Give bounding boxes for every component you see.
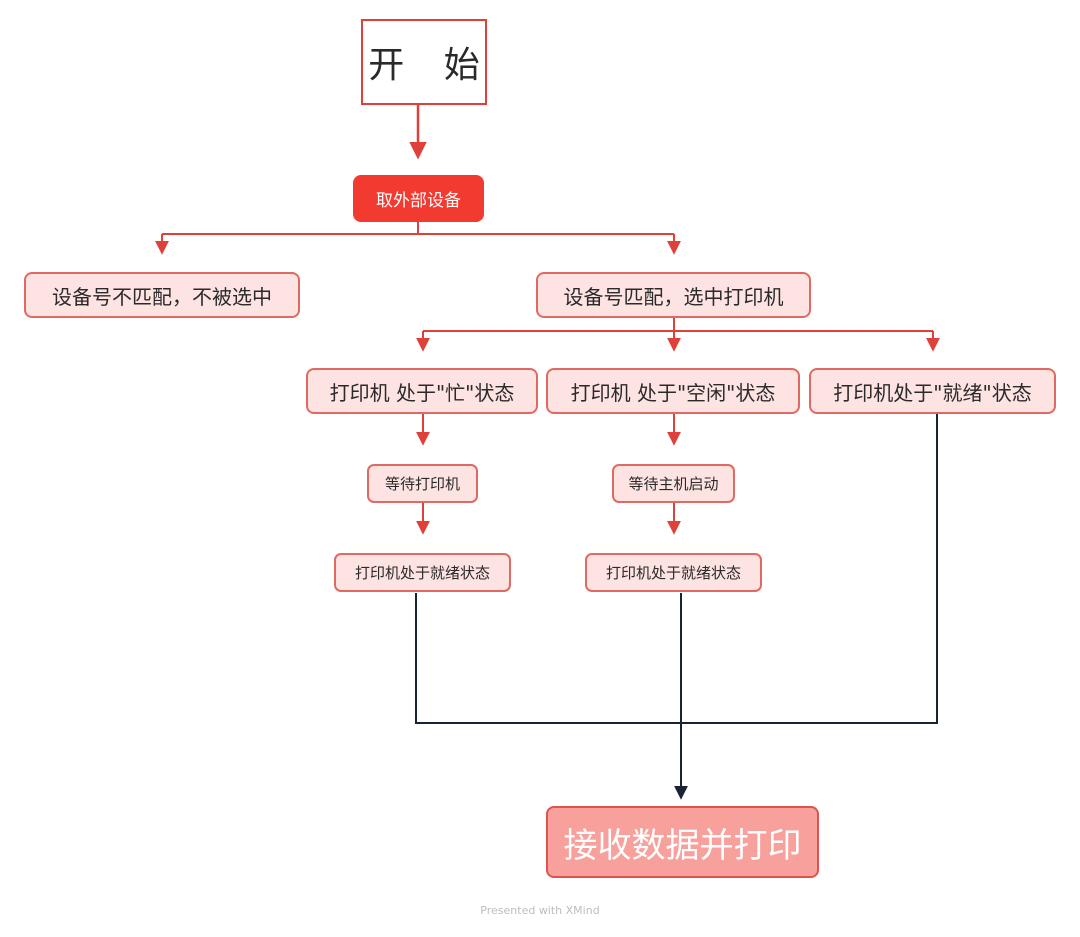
connector-ready-merge [681, 414, 938, 724]
printer-idle-node: 打印机 处于"空闲"状态 [546, 368, 800, 414]
wait-printer-node: 等待打印机 [367, 464, 478, 503]
wait-host-node: 等待主机启动 [612, 464, 735, 503]
idle-then-ready-node: 打印机处于就绪状态 [585, 553, 762, 592]
start-node: 开 始 [361, 19, 487, 105]
printer-busy-node: 打印机 处于"忙"状态 [306, 368, 538, 414]
printer-ready-node: 打印机处于"就绪"状态 [809, 368, 1056, 414]
connector-busy-merge [415, 593, 681, 724]
match-node: 设备号匹配，选中打印机 [536, 272, 811, 318]
busy-then-ready-node: 打印机处于就绪状态 [334, 553, 511, 592]
xmind-watermark: Presented with XMind [480, 904, 600, 917]
connector-fetch-split [162, 222, 674, 235]
connector-match-split [423, 318, 933, 332]
receive-and-print-node: 接收数据并打印 [546, 806, 819, 878]
fetch-device-node: 取外部设备 [353, 175, 484, 222]
no-match-node: 设备号不匹配，不被选中 [24, 272, 300, 318]
